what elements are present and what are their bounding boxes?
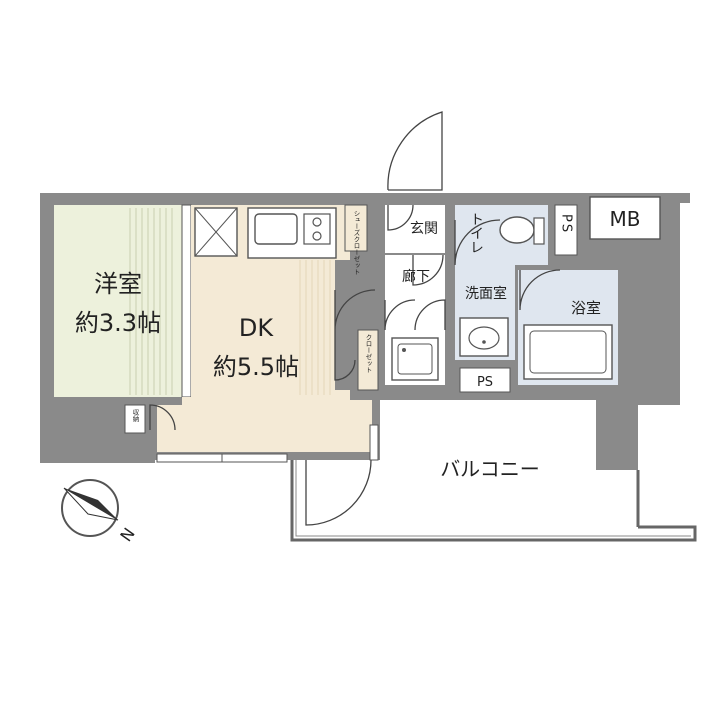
ps-bottom-label: PS xyxy=(477,375,493,390)
western-room-floor xyxy=(54,205,182,397)
toilet-fixture xyxy=(499,216,545,245)
ps-bottom-box xyxy=(459,367,511,393)
compass-icon: N xyxy=(61,479,139,545)
closet-dk xyxy=(357,329,379,391)
entrance-label: 玄関 xyxy=(410,220,438,237)
ps-top-box xyxy=(554,204,578,256)
corridor-floor xyxy=(385,255,445,330)
shoe-closet xyxy=(344,204,368,252)
mb-box xyxy=(589,196,661,240)
western-room-closet-strip xyxy=(181,204,192,398)
bathroom-label: 浴室 xyxy=(571,299,601,317)
dk-name: DK xyxy=(239,314,274,342)
doors xyxy=(149,111,561,526)
dk-hatching xyxy=(299,260,331,395)
toilet-label: トイレ xyxy=(468,212,484,254)
dk-size: 約5.5帖 xyxy=(213,353,299,381)
corridor-label: 廊下 xyxy=(402,268,430,285)
shoe-closet-label: シューズクローゼット xyxy=(352,210,360,275)
small-storage-label: 収納 xyxy=(131,409,139,424)
washroom-label: 洗面室 xyxy=(465,285,507,302)
fridge-space xyxy=(194,207,238,257)
western-room-name: 洋室 xyxy=(94,270,142,298)
washbasin-fixture xyxy=(459,317,509,357)
mb-label: MB xyxy=(610,207,641,231)
closet-dk-label: クローゼット xyxy=(364,334,372,374)
bathtub-fixture xyxy=(523,324,613,380)
bath-sink-fixture xyxy=(391,337,439,381)
western-room-size: 約3.3帖 xyxy=(75,309,161,337)
small-storage xyxy=(124,404,146,434)
balcony xyxy=(290,460,697,542)
kitchen-counter xyxy=(247,207,337,259)
compass-north-label: N xyxy=(116,524,138,545)
western-room-hatching xyxy=(129,208,173,395)
windows xyxy=(156,424,379,463)
balcony-label: バルコニー xyxy=(440,457,540,481)
ps-top-label: PS xyxy=(559,214,574,234)
